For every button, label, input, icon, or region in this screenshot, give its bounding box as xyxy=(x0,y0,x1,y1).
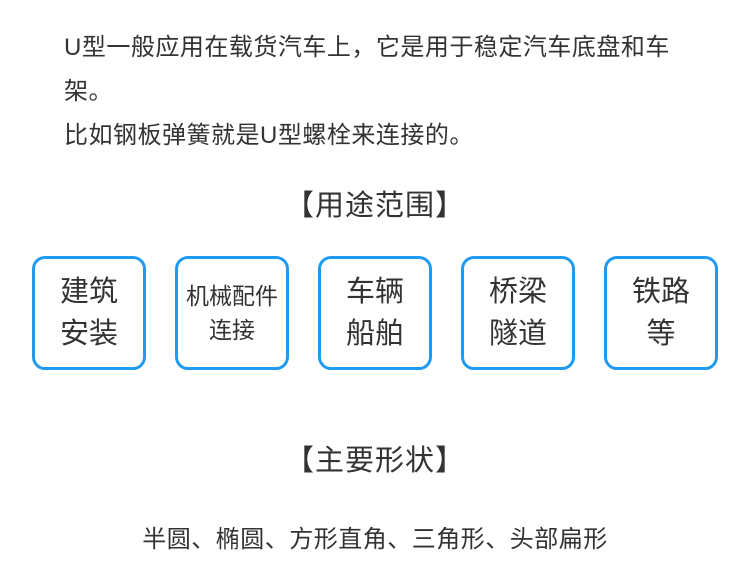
usage-box-vehicles-ships-line1: 车辆 xyxy=(345,275,404,308)
usage-box-machinery: 机械配件 连接 xyxy=(175,256,289,370)
intro-paragraph: U型一般应用在载货汽车上，它是用于稳定汽车底盘和车架。 比如钢板弹簧就是U型螺栓… xyxy=(64,26,710,158)
intro-line-2: 比如钢板弹簧就是U型螺栓来连接的。 xyxy=(64,122,474,149)
usage-box-vehicles-ships: 车辆 船舶 xyxy=(318,256,432,370)
shapes-list: 半圆、椭圆、方形直角、三角形、头部扁形 xyxy=(142,526,608,553)
usage-box-construction: 建筑 安装 xyxy=(32,256,146,370)
usage-box-railway: 铁路 等 xyxy=(604,256,718,370)
usage-section-heading: 【用途范围】 xyxy=(284,190,465,222)
usage-box-machinery-line2: 连接 xyxy=(209,317,255,343)
usage-box-bridges-tunnels-line2: 隧道 xyxy=(488,318,547,350)
usage-box-railway-line1: 铁路 xyxy=(631,275,690,308)
intro-line-1: U型一般应用在载货汽车上，它是用于稳定汽车底盘和车架。 xyxy=(64,34,670,105)
usage-box-construction-line1: 建筑 xyxy=(59,275,118,308)
shapes-section-heading: 【主要形状】 xyxy=(284,445,465,477)
usage-box-vehicles-ships-line2: 船舶 xyxy=(345,318,404,350)
usage-box-bridges-tunnels: 桥梁 隧道 xyxy=(461,256,575,370)
usage-box-bridges-tunnels-line1: 桥梁 xyxy=(488,275,547,308)
usage-box-machinery-line1: 机械配件 xyxy=(186,282,278,309)
usage-box-construction-line2: 安装 xyxy=(59,318,118,350)
usage-boxes-row: 建筑 安装 机械配件 连接 车辆 船舶 桥梁 隧道 铁路 等 xyxy=(0,256,750,370)
usage-box-railway-line2: 等 xyxy=(646,318,676,350)
